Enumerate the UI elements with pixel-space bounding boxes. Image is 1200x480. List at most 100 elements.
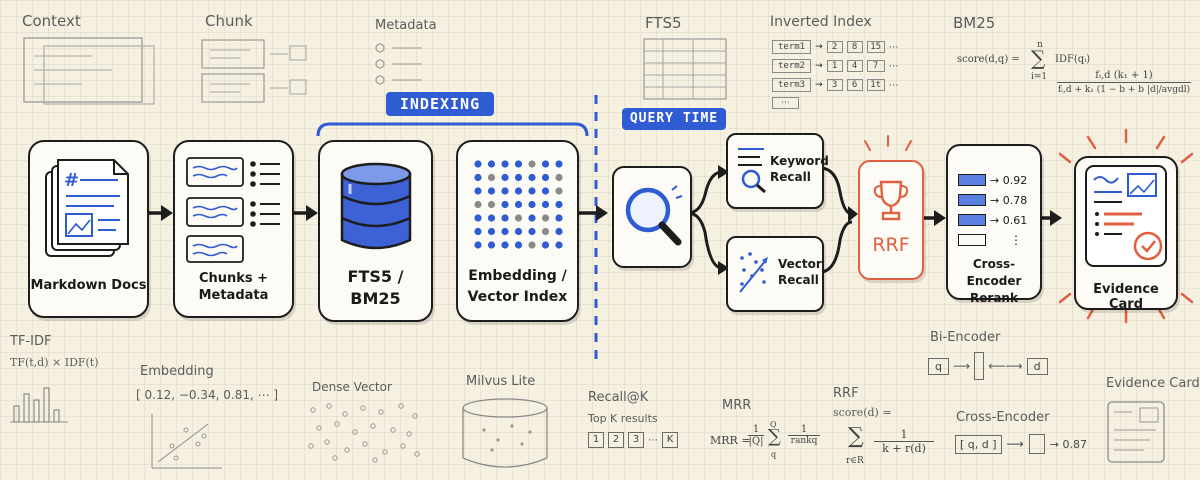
fts5-title-line2: BM25 [350,289,401,308]
chunks-metadata-title: Chunks + Metadata [175,270,292,304]
dense-dot [400,443,406,449]
evidence-card[interactable]: Evidence Card [1074,156,1178,312]
context-sketch [23,37,155,105]
bm25-top-label: BM25 [953,14,996,32]
keyword-recall-card[interactable]: Keyword Recall [726,133,829,209]
vector-dot [528,173,536,182]
markdown-docs-card[interactable]: # Markdown Docs [28,140,149,318]
vector-dot [487,173,496,182]
indexing-phase-badge: INDEXING [386,92,494,116]
rerank-card[interactable]: → 0.92 → 0.78 → 0.61 ⋮ Cross-Encoder Rer… [946,144,1042,305]
vector-dot [514,160,523,168]
vector-title-line1: Vector [778,257,822,271]
bi-d-box: d [1026,357,1048,375]
dense-dot [342,411,348,417]
dense-dot [398,403,404,409]
tfidf-formula: TF(t,d) × IDF(t) [10,356,99,369]
vector-dot [528,200,536,209]
recall-boxes: 1 2 3 ⋯ K [588,432,678,448]
dense-dot [324,439,330,445]
recall-box: 2 [608,432,624,448]
vector-dot [528,227,536,236]
dense-dot [362,441,368,447]
query-card[interactable] [612,166,692,268]
vector-dot [501,214,509,222]
vector-dot [541,241,550,249]
rerank-scores-list: → 0.92 → 0.78 → 0.61 ⋮ [958,170,1038,250]
keyword-recall-title: Keyword Recall [770,153,829,185]
fts5-table-sketch [643,38,727,100]
vector-dot [474,200,482,209]
posting-cell: 2 [826,41,843,53]
vector-recall-card[interactable]: Vector Recall [726,236,824,312]
embedding-vector-text: [ 0.12, −0.34, 0.81, ⋯ ] [136,388,279,402]
dense-dot [308,443,314,449]
posting-cell: 6 [846,79,863,91]
vector-dot [541,160,550,168]
inverted-index-row: term3 → 3 6 1t ⋯ [772,78,899,92]
rerank-row: → 0.78 [958,190,1038,210]
evidence-card-small-label: Evidence Card [1106,376,1200,391]
dense-dot [406,431,412,437]
vector-index-card[interactable]: Embedding / Vector Index [456,140,579,322]
inverted-index-row: term2 → 1 4 7 ⋯ [772,59,899,73]
evidence-card-sketch [1107,401,1165,463]
score-bar [958,174,986,186]
vector-dot [474,241,482,249]
vector-dot [555,227,563,236]
posting-cell: 15 [866,41,885,53]
mrr-sum-lower: q [771,450,777,459]
dense-dot [310,407,316,413]
burst-lines [1058,128,1194,324]
bm25-fraction: fᵢ,d (k₁ + 1) fᵢ,d + k₁ (1 − b + b |d|/a… [1057,70,1191,95]
bm25-lhs: score(d,q) = [957,54,1020,65]
rerank-title: Cross-Encoder Rerank [948,256,1040,307]
cross-encoder-sketch: [ q, d ] ⟶ → 0.87 [955,434,1087,454]
fts5-title-line1: FTS5 / [347,267,404,286]
mrr-sum-upper: Q [770,420,777,429]
rrf-den: k + r(d) [882,442,926,455]
vector-dot [474,160,482,168]
recall-at-k-label: Recall@K [588,390,649,405]
bi-q-box: q [928,357,949,375]
sigma-icon: ∑ [848,424,864,449]
vector-dot [501,160,509,168]
term-cell: term1 [772,40,812,54]
dense-dot [382,449,388,455]
search-icon [625,185,683,246]
context-label: Context [22,12,81,30]
vector-dot [514,173,523,182]
sigma-icon: ∑ [1031,46,1046,70]
score-bar [958,194,986,206]
dense-dot [332,455,338,461]
vector-dot [528,214,536,222]
bm25-formula: score(d,q) = n ∑ i=1 IDF(qᵢ) fᵢ,d (k₁ + … [957,40,1197,110]
score-bar [958,214,986,226]
vector-dot [487,200,496,209]
chunks-metadata-card[interactable]: Chunks + Metadata [173,140,294,318]
bm25-sum-lower: i=1 [1031,72,1048,82]
more-ellipsis-icon: ⋮ [1010,233,1022,247]
dense-dot [414,451,420,457]
embed-title-line1: Embedding / [468,268,567,284]
trophy-icon [873,180,909,221]
vector-dot [501,227,509,236]
vector-dot [501,187,509,195]
vector-dot [555,187,563,195]
rrf-burst [864,135,912,151]
posting-cell: 1t [866,79,885,91]
mrr-term: 1 rankq [788,424,820,446]
vector-dots-icon [474,160,563,249]
document-stack-icon: # [45,159,129,257]
vector-dot [541,200,550,209]
posting-cell: 1 [826,60,843,72]
vector-dot [555,214,563,222]
tfidf-bars-sketch [10,387,68,423]
bm25-idf: IDF(qᵢ) [1055,54,1091,65]
fts5-bm25-card[interactable]: FTS5 / BM25 [318,140,433,322]
dense-dot [360,405,366,411]
rrf-card[interactable]: RRF [858,160,924,280]
evidence-document-icon [1085,165,1167,267]
keyword-title-line1: Keyword [770,154,829,168]
vector-dot [541,227,550,236]
